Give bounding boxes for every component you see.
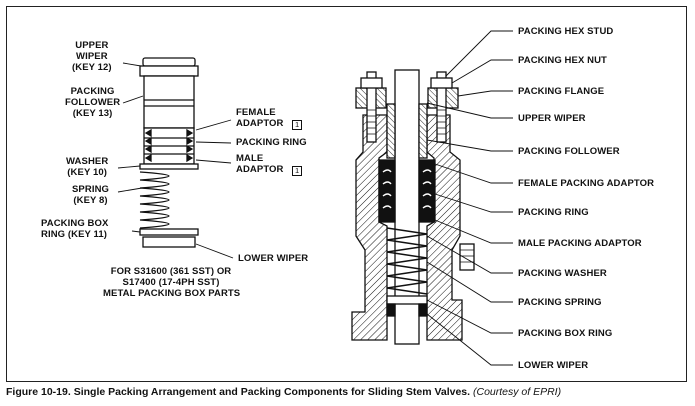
label-female-adaptor: FEMALE ADAPTOR: [236, 107, 284, 129]
packing-follower-part: [143, 75, 195, 129]
label-packing-hex-stud: PACKING HEX STUD: [518, 26, 614, 37]
caption-main: Figure 10-19. Single Packing Arrangement…: [6, 386, 471, 398]
label-packing-washer: PACKING WASHER: [518, 268, 607, 279]
label-upper-wiper: UPPER WIPER (KEY 12): [72, 40, 112, 73]
packing-rings-right: [418, 159, 436, 223]
valve-section-view: [351, 69, 475, 345]
label-packing-flange: PACKING FLANGE: [518, 86, 605, 97]
figure-frame: [6, 6, 687, 382]
label-packing-spring: PACKING SPRING: [518, 297, 602, 308]
note-badge-female: 1: [292, 120, 303, 130]
note-badge-male: 1: [292, 166, 303, 176]
label-packing-follower-r: PACKING FOLLOWER: [518, 146, 620, 157]
left-packing-stack: [139, 57, 199, 248]
packing-spring: [386, 227, 428, 295]
label-male-adaptor: MALE ADAPTOR: [236, 153, 284, 175]
label-packing-hex-nut: PACKING HEX NUT: [518, 55, 607, 66]
hex-stud-left: [366, 71, 377, 143]
washer-part: [139, 163, 199, 170]
label-male-packing-adaptor: MALE PACKING ADAPTOR: [518, 238, 642, 249]
label-packing-ring-r: PACKING RING: [518, 207, 589, 218]
packing-box-ring-part: [139, 228, 199, 236]
caption-credit: (Courtesy of EPRI): [472, 386, 562, 398]
side-port: [459, 243, 475, 271]
label-packing-box-ring-r: PACKING BOX RING: [518, 328, 613, 339]
label-spring: SPRING (KEY 8): [72, 184, 110, 206]
spring-part: [139, 171, 170, 229]
right-leader-lines: [426, 30, 513, 366]
upper-wiper-part: [142, 57, 196, 67]
label-packing-box-ring: PACKING BOX RING (KEY 11): [41, 218, 109, 240]
label-upper-wiper-r: UPPER WIPER: [518, 113, 586, 124]
label-washer: WASHER (KEY 10): [66, 156, 109, 178]
label-packing-ring: PACKING RING: [236, 137, 307, 148]
lower-wiper-part: [142, 236, 196, 248]
label-female-packing-adaptor: FEMALE PACKING ADAPTOR: [518, 178, 655, 189]
upper-wiper-flange: [139, 65, 199, 77]
label-lower-wiper: LOWER WIPER: [238, 253, 309, 264]
packing-box-ring: [386, 295, 428, 305]
metal-parts-note: FOR S31600 (361 SST) OR S17400 (17-4PH S…: [103, 266, 241, 299]
bonnet-left: [351, 114, 388, 341]
left-leader-lines: [117, 62, 234, 259]
hex-nut-left: [360, 77, 383, 89]
label-packing-follower: PACKING FOLLOWER (KEY 13): [65, 86, 121, 119]
bonnet-right: [426, 114, 463, 341]
packing-rings-left: [378, 159, 396, 223]
hex-nut-right: [430, 77, 453, 89]
figure-caption: Figure 10-19. Single Packing Arrangement…: [6, 386, 561, 398]
label-lower-wiper-r: LOWER WIPER: [518, 360, 589, 371]
